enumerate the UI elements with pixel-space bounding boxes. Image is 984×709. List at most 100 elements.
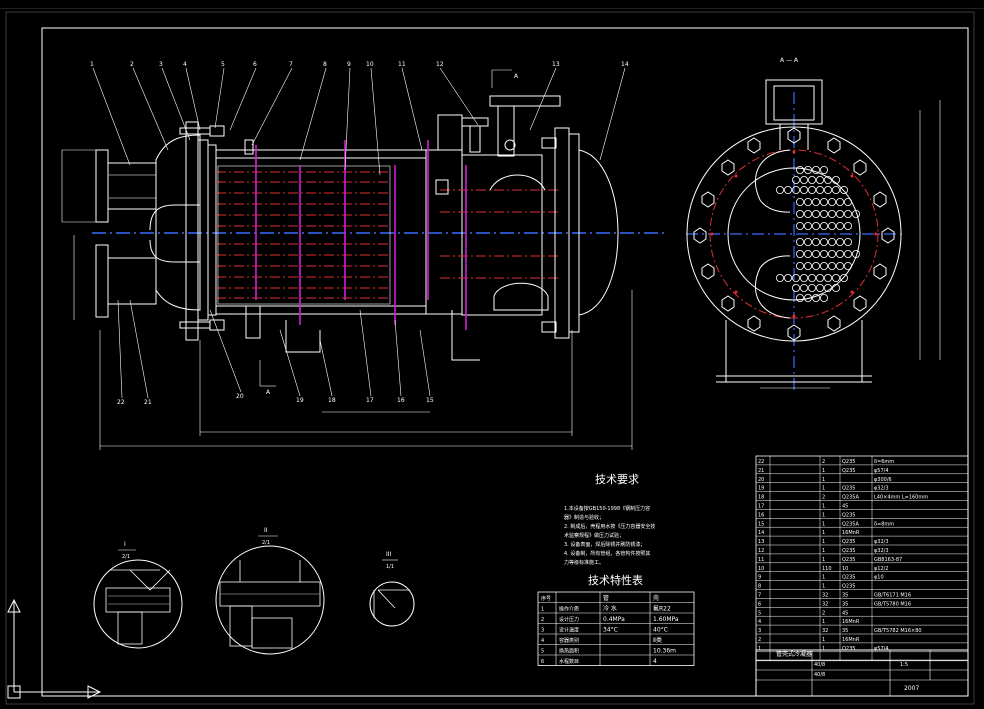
parts-list-cell: φ32/3 [874, 548, 889, 554]
table-cell: 2 [541, 617, 544, 623]
table-cell: 冷 水 [603, 605, 617, 613]
svg-text:I: I [124, 541, 126, 548]
parts-list-cell: 32 [822, 593, 828, 599]
parts-list-cell: 1 [822, 584, 825, 590]
parts-list-cell: δ=6mm [874, 459, 894, 465]
title-block-scale: 1:5 [900, 662, 908, 668]
table-cell: 设计温度 [559, 627, 579, 634]
section-saddle [716, 320, 872, 383]
parts-list-cell: Q235 [842, 539, 855, 545]
parts-list-cell: 16 [758, 512, 764, 518]
table-cell: 换热面积 [559, 648, 579, 655]
parts-list-cell: 13 [758, 539, 764, 545]
parts-list-cell: 4 [758, 619, 761, 625]
parts-list-cell: 12 [758, 548, 764, 554]
svg-text:6: 6 [253, 61, 257, 68]
parts-list-cell: 8 [758, 584, 761, 590]
parts-list-cell: 32 [822, 601, 828, 607]
main-elevation-view: 1 2 3 4 5 6 7 8 9 10 11 12 13 14 22 21 2… [61, 61, 668, 450]
tube-bundle [216, 171, 560, 299]
parts-list-cell: 2 [822, 610, 825, 616]
parts-list-cell: 16MnR [842, 619, 860, 625]
svg-text:II: II [264, 527, 268, 534]
left-flange [185, 121, 199, 341]
table-cell: 设计压力 [559, 616, 579, 623]
parts-list-cell: φ32/3 [874, 539, 889, 545]
parts-list-cell: 1 [822, 637, 825, 643]
parts-list-cell: Q235 [842, 459, 855, 465]
svg-text:11: 11 [398, 61, 406, 68]
tech-requirement-line: 2. 制成后，壳程用水按《压力容器安全技 [564, 523, 655, 530]
parts-list-cell: GB/T6171 M16 [874, 593, 911, 599]
table-cell: 氟R22 [653, 605, 671, 613]
parts-list-cell: 10 [758, 566, 764, 572]
parts-list-cell: GB/T5782 M16×80 [874, 628, 922, 634]
parts-list-cell: Q235 [842, 486, 855, 492]
svg-text:22: 22 [117, 399, 125, 406]
shell [215, 149, 543, 316]
detail-view-III: III 1/1 [369, 551, 415, 627]
parts-list-cell: 18 [758, 495, 764, 501]
svg-text:17: 17 [366, 397, 374, 404]
parts-list-cell: GB8163-87 [874, 557, 902, 563]
title-block: 管壳式冷凝器 40/8 40/8 1:5 2007 [755, 649, 969, 697]
parts-list-cell: Q235 [842, 548, 855, 554]
svg-text:2/1: 2/1 [262, 540, 270, 546]
tech-requirement-line: 术监察规程》做压力试验； [564, 532, 624, 539]
table-cell: 34°C [603, 627, 618, 634]
svg-text:21: 21 [144, 399, 152, 406]
parts-list-cell: φ12/2 [874, 566, 889, 572]
parts-list-cell: 5 [758, 610, 761, 616]
svg-text:A: A [514, 73, 519, 80]
table-cell: Ⅱ类 [653, 636, 662, 644]
svg-text:19: 19 [296, 397, 304, 404]
table-cell: 3 [541, 628, 544, 634]
table-header-cell: 管 [603, 594, 609, 602]
part-labels-top: 1 2 3 4 5 6 7 8 9 10 11 12 13 14 [90, 61, 629, 68]
parts-list-cell: 19 [758, 486, 764, 492]
svg-text:A — A: A — A [780, 57, 799, 64]
table-cell: 1 [541, 607, 544, 613]
svg-text:8: 8 [323, 61, 327, 68]
parts-list-cell: 16MnR [842, 530, 860, 536]
drawing-border [41, 27, 969, 697]
table-cell: 10.36m [653, 648, 676, 655]
table-header-cell: 序号 [541, 595, 551, 602]
parts-list-cell: 1 [822, 575, 825, 581]
svg-text:3: 3 [159, 61, 163, 68]
svg-text:12: 12 [436, 61, 444, 68]
parts-list-cell: 21 [758, 468, 764, 474]
table-cell: 操作介质 [559, 606, 579, 613]
parts-list-cell: 1 [822, 619, 825, 625]
tech-characteristics-title: 技术特性表 [588, 573, 643, 587]
svg-text:14: 14 [621, 61, 629, 68]
parts-list-cell: Q235 [842, 468, 855, 474]
parts-list-cell: 1 [822, 646, 825, 652]
parts-list-cell: 35 [842, 593, 848, 599]
parts-list-cell: δ=8mm [874, 521, 894, 527]
parts-list-cell: Q235A [842, 521, 859, 527]
table-cell: 容器类别 [559, 637, 579, 644]
svg-text:2/1: 2/1 [122, 554, 130, 560]
dished-head [578, 149, 619, 316]
parts-list-cell: 1 [822, 504, 825, 510]
svg-text:13: 13 [552, 61, 560, 68]
table-cell: 4 [653, 658, 657, 665]
parts-list-cell: 17 [758, 504, 764, 510]
parts-list-cell: φ10 [874, 575, 884, 581]
title-block-year: 2007 [904, 685, 919, 692]
table-cell: 6 [541, 659, 544, 665]
parts-list-cell: Q235 [842, 512, 855, 518]
parts-list-cell: 11 [758, 557, 764, 563]
detail-view-II: II 2/1 [215, 527, 325, 655]
tube-sheet-left [207, 144, 217, 316]
parts-list-cell: 1 [822, 486, 825, 492]
parts-list-cell: φ300/6 [874, 477, 892, 483]
section-bolt-markers [710, 150, 878, 318]
parts-list-cell: Q235A [842, 495, 859, 501]
parts-list-cell: 20 [758, 477, 764, 483]
